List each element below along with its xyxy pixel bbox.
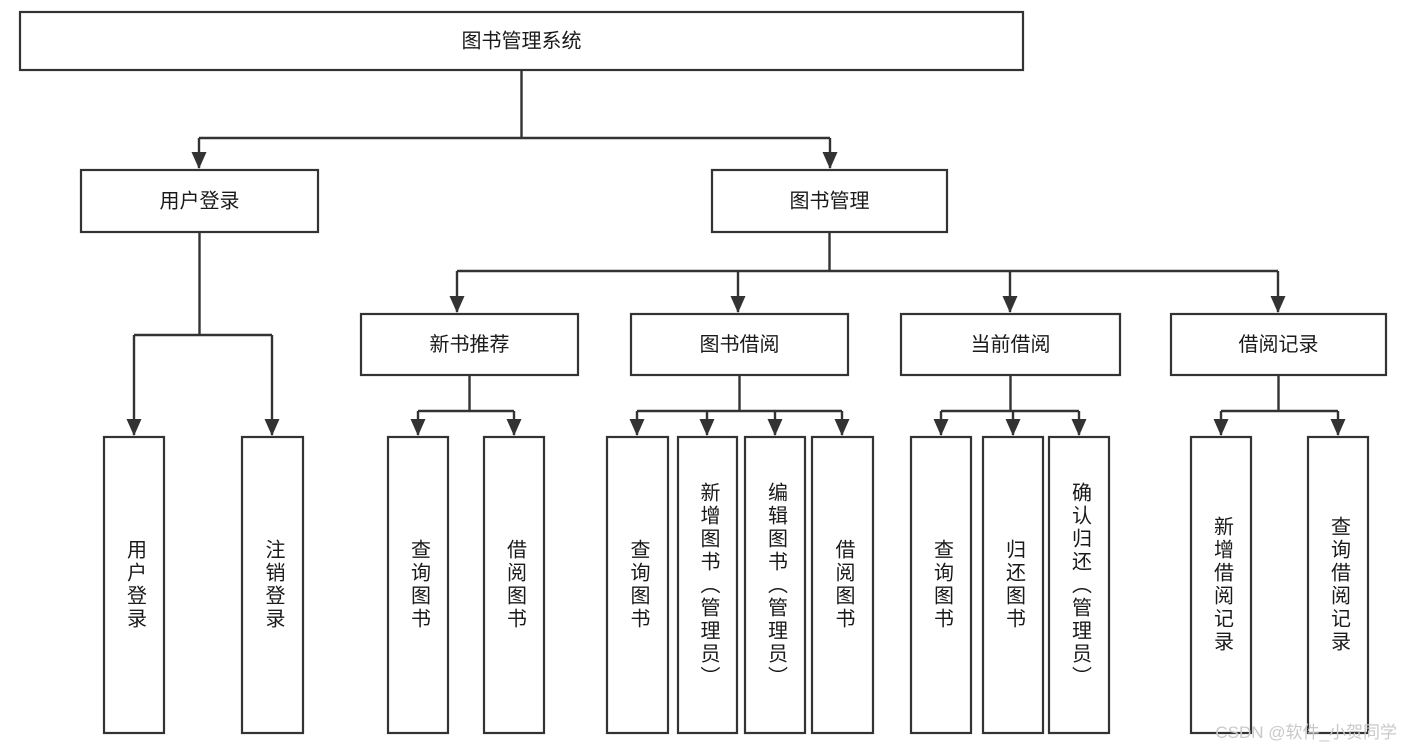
label-borrow-record: 借阅记录 [1239,333,1319,356]
node-leaf-leaf-borrow-book-2[interactable] [810,435,875,735]
node-leaf-leaf-query-book-3[interactable] [909,435,973,735]
node-l2-borrow-record[interactable] [1169,312,1388,377]
node-l2-new-book-recommend[interactable] [359,312,580,377]
label-book-manage: 图书管理 [790,189,870,212]
borrow-record-branch-arrow-1 [1330,419,1346,436]
node-leaf-leaf-query-book-1[interactable] [386,435,450,735]
node-l2-current-borrow[interactable] [899,312,1122,377]
current-borrow-branch-arrow-0 [933,419,949,436]
label-new-book-recommend: 新书推荐 [430,333,510,356]
book-manage-branch-arrow-0 [449,296,465,313]
root-branch-arrow-0 [191,152,207,169]
node-l2-book-borrow[interactable] [629,312,850,377]
recommend-branch-arrow-0 [410,419,426,436]
node-root-root[interactable] [18,10,1025,72]
node-leaf-leaf-return-book[interactable] [981,435,1045,735]
root-branch-arrow-1 [822,152,838,169]
node-leaf-leaf-logout[interactable] [240,435,305,735]
current-borrow-branch-arrow-1 [1005,419,1021,436]
label-book-borrow: 图书借阅 [700,333,780,356]
borrow-branch-arrow-3 [834,419,850,436]
node-leaf-leaf-confirm-return[interactable] [1047,435,1111,735]
node-l1-user-login[interactable] [79,168,320,234]
borrow-branch-arrow-1 [699,419,715,436]
node-l1-book-manage[interactable] [710,168,949,234]
book-manage-branch-arrow-3 [1270,296,1286,313]
node-leaf-leaf-user-login[interactable] [102,435,166,735]
node-leaf-leaf-borrow-book-1[interactable] [482,435,546,735]
current-borrow-branch-arrow-2 [1071,419,1087,436]
user-login-branch-arrow-0 [126,419,142,436]
label-current-borrow: 当前借阅 [971,333,1051,356]
recommend-branch-arrow-1 [506,419,522,436]
node-leaf-leaf-edit-book[interactable] [743,435,807,735]
node-leaf-leaf-add-record[interactable] [1189,435,1253,735]
label-root: 图书管理系统 [462,29,582,52]
node-leaf-leaf-query-book-2[interactable] [605,435,670,735]
book-manage-branch-arrow-1 [730,296,746,313]
connectors-layer [126,70,1346,436]
node-leaf-leaf-query-record[interactable] [1306,435,1370,735]
book-manage-branch-arrow-2 [1002,296,1018,313]
boxes-layer [18,10,1388,735]
label-user-login: 用户登录 [160,189,240,212]
borrow-branch-arrow-0 [629,419,645,436]
borrow-branch-arrow-2 [767,419,783,436]
borrow-record-branch-arrow-0 [1213,419,1229,436]
node-leaf-leaf-add-book[interactable] [676,435,739,735]
watermark-text: CSDN @软件_小贺同学 [1215,723,1397,742]
user-login-branch-arrow-1 [264,419,280,436]
